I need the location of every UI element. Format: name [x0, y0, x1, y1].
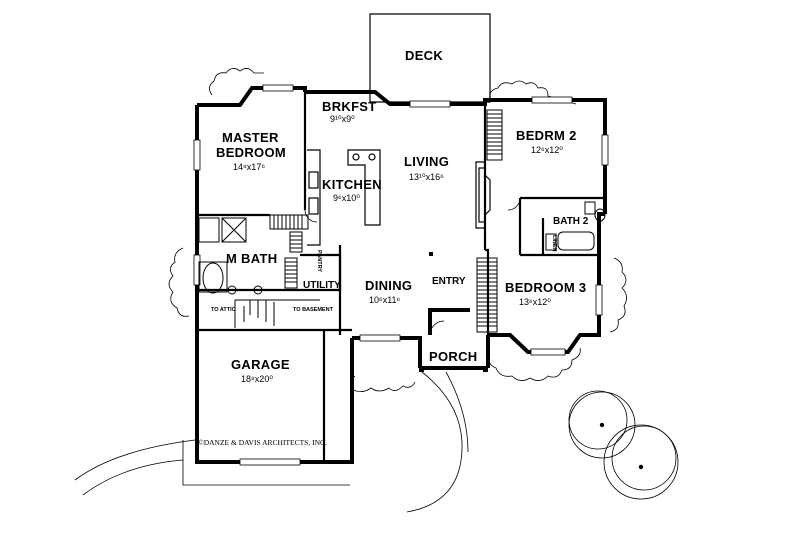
- garage-label: GARAGE: [231, 357, 290, 372]
- kitchen-counters: [307, 149, 381, 246]
- kitchen-size: 9⁶x10⁰: [333, 193, 360, 203]
- master-bedroom-label-1: MASTER: [222, 130, 279, 145]
- entry-label: ENTRY: [432, 276, 466, 287]
- to-attic-label: TO ATTIC: [211, 307, 236, 313]
- bedroom3-size: 13⁶x12⁰: [519, 297, 551, 307]
- pantry-label: PANTRY: [316, 250, 322, 272]
- living-label: LIVING: [404, 154, 449, 169]
- master-bath-fixtures: [198, 217, 263, 295]
- linen-label: LINEN: [551, 235, 557, 252]
- utility-label: UTILITY: [303, 280, 341, 291]
- deck-label: DECK: [405, 48, 443, 63]
- entry-features: [419, 252, 488, 372]
- kitchen-label: KITCHEN: [322, 177, 382, 192]
- bath2-fixtures: [545, 201, 606, 251]
- brkfst-size: 9¹⁰x9⁰: [330, 114, 355, 124]
- stairs-and-closets: [234, 109, 503, 333]
- m-bath-label: M BATH: [226, 251, 277, 266]
- garage-size: 18⁸x20⁰: [241, 374, 273, 384]
- architect-credit: ©DANZE & DAVIS ARCHITECTS, INC.: [198, 438, 327, 447]
- porch-label: PORCH: [429, 349, 477, 364]
- dining-label: DINING: [365, 278, 412, 293]
- dining-size: 10⁶x11⁶: [369, 295, 401, 305]
- brkfst-label: BRKFST: [322, 99, 377, 114]
- master-bedroom-size: 14⁸x17⁶: [233, 162, 265, 172]
- bedrm2-label: BEDRM 2: [516, 128, 577, 143]
- room-labels: DECK BRKFST 9¹⁰x9⁰ MASTER BEDROOM 14⁸x17…: [198, 48, 589, 447]
- bedroom3-label: BEDROOM 3: [505, 280, 586, 295]
- bath2-label: BATH 2: [553, 216, 589, 227]
- master-bedroom-label-2: BEDROOM: [216, 145, 286, 160]
- door-swings: [304, 197, 521, 336]
- living-size: 13¹⁰x16⁶: [409, 172, 444, 182]
- to-basement-label: TO BASEMENT: [293, 307, 334, 313]
- bedrm2-size: 12⁶x12⁰: [531, 145, 563, 155]
- fireplace: [475, 161, 491, 229]
- windows: [193, 84, 609, 466]
